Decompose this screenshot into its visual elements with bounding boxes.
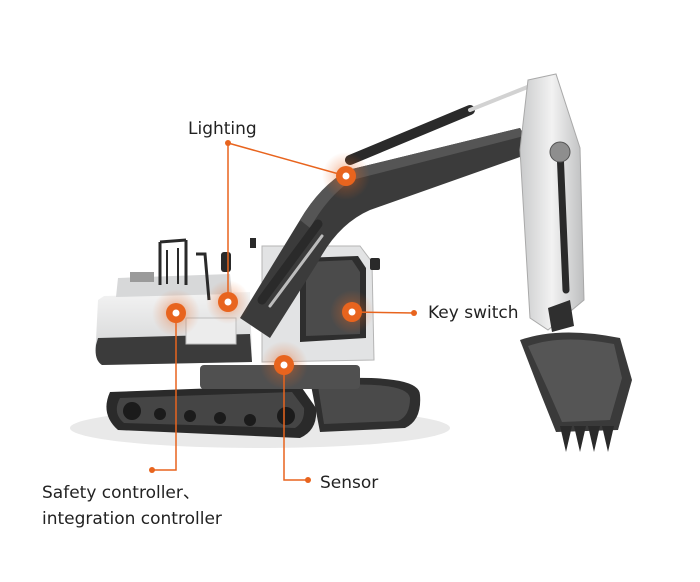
label-lighting: Lighting	[188, 119, 257, 139]
label-safety-line2: integration controller	[42, 509, 222, 529]
leader-end-key-switch	[411, 310, 417, 316]
hotspot-lighting[interactable]	[322, 152, 370, 200]
track-assembly	[106, 377, 421, 438]
bucket	[520, 332, 632, 452]
label-key-switch: Key switch	[428, 303, 519, 323]
hotspot-key-switch[interactable]	[330, 290, 374, 334]
label-safety-line1: Safety controller、	[42, 483, 200, 503]
leader-end-lighting	[225, 140, 231, 146]
stick-arm	[519, 73, 585, 332]
hotspot-safety-controller[interactable]	[152, 289, 200, 337]
leader-end-sensor	[305, 477, 311, 483]
hotspot-sensor[interactable]	[260, 341, 308, 389]
hotspot-lighting-body[interactable]	[206, 280, 250, 324]
leader-safety	[152, 313, 177, 471]
label-sensor: Sensor	[320, 473, 379, 493]
label-safety-controller: Safety controller、 integration controlle…	[42, 480, 222, 532]
leader-sensor	[283, 365, 308, 481]
leader-end-safety	[149, 467, 155, 473]
